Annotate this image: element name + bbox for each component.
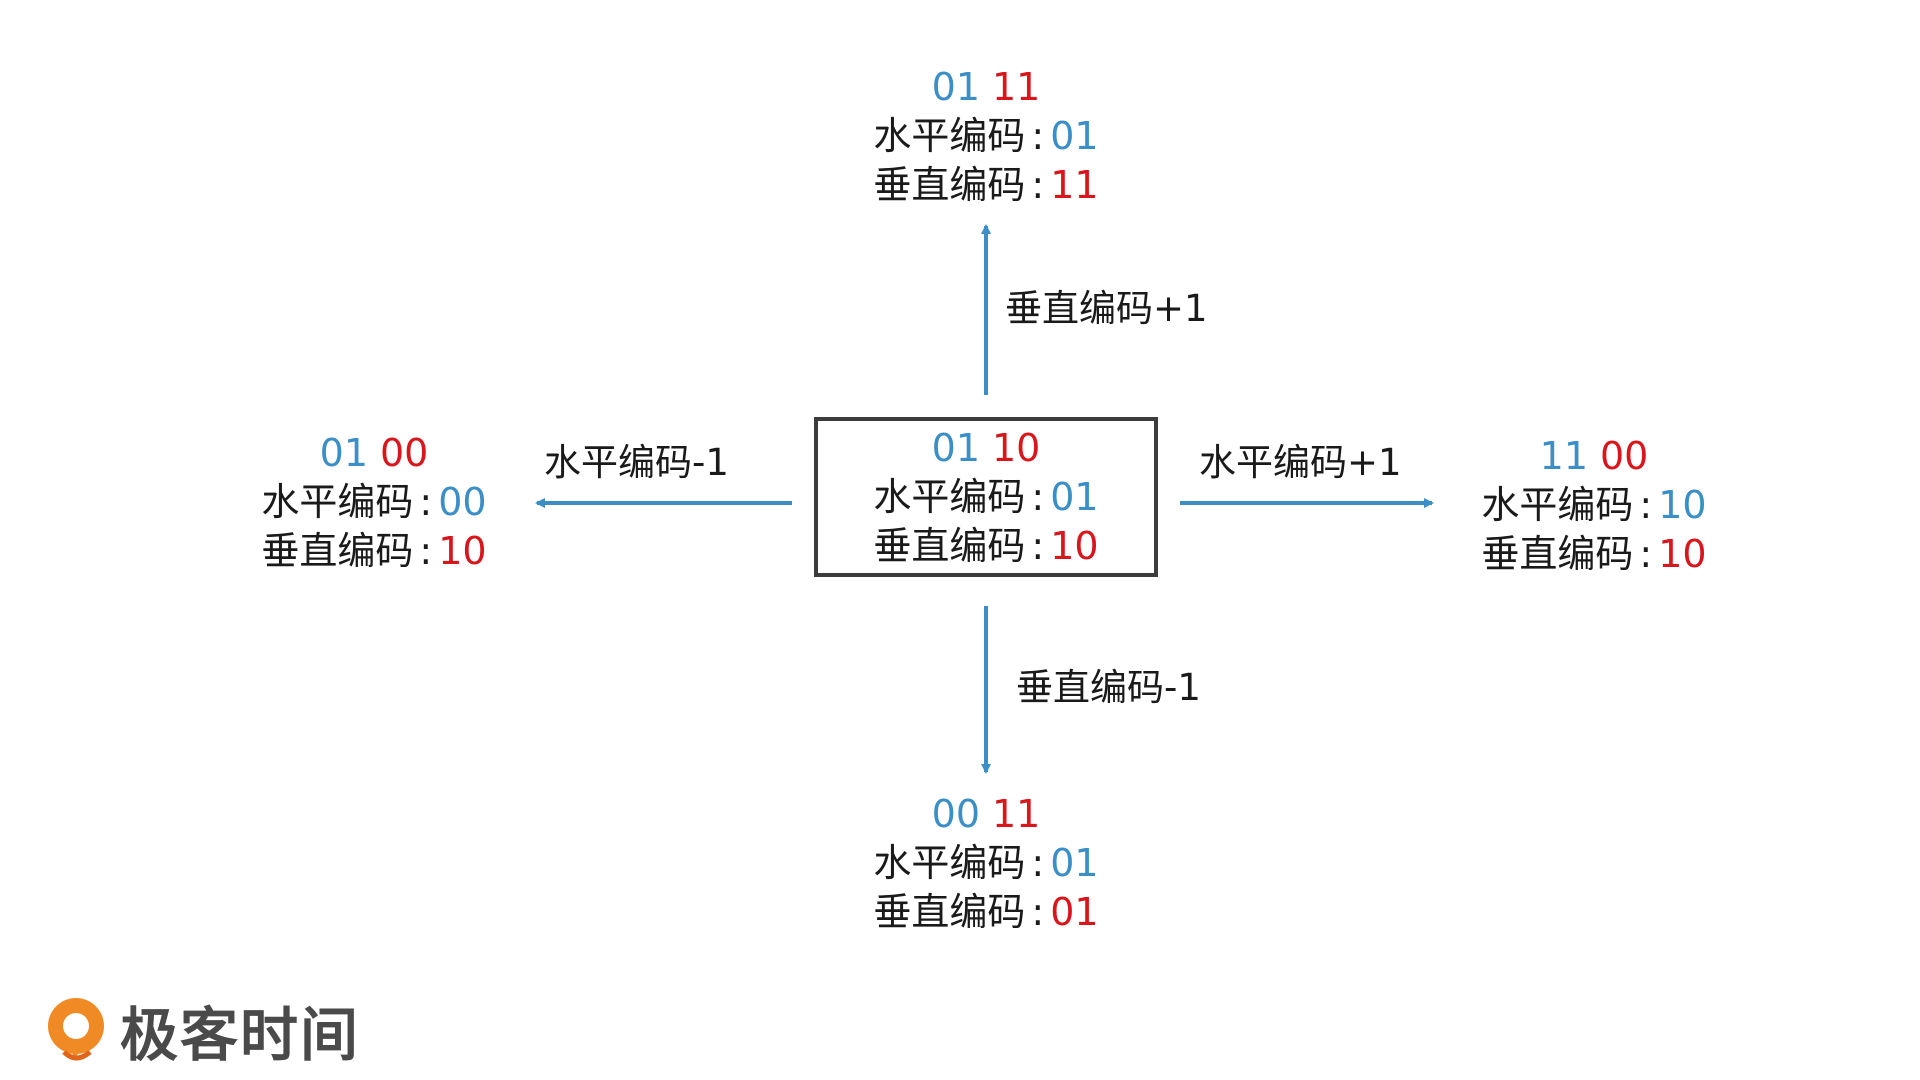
v-value: 01 (1050, 890, 1099, 934)
h-value: 01 (1050, 114, 1099, 158)
node-center-h-row: 水平编码:01 (858, 473, 1114, 522)
code-horizontal: 01 (931, 426, 980, 470)
brand-name: 极客时间 (120, 1001, 361, 1069)
h-value: 01 (1050, 841, 1099, 885)
edge-label-down: 垂直编码-1 (1016, 666, 1201, 709)
v-value: 10 (1050, 524, 1099, 568)
h-value: 10 (1658, 483, 1707, 527)
h-value: 00 (438, 480, 487, 524)
edge-label-up: 垂直编码+1 (1005, 287, 1208, 330)
node-top-code: 01 11 (858, 63, 1114, 112)
separator: : (1031, 524, 1045, 568)
code-vertical: 11 (992, 65, 1041, 109)
node-right: 11 00 水平编码:10 垂直编码:10 (1466, 432, 1722, 579)
code-vertical: 11 (992, 792, 1041, 836)
code-horizontal: 11 (1539, 434, 1588, 478)
node-bottom-code: 00 11 (858, 790, 1114, 839)
h-label: 水平编码 (873, 841, 1026, 885)
node-bottom: 00 11 水平编码:01 垂直编码:01 (858, 790, 1114, 937)
v-value: 11 (1050, 163, 1099, 207)
node-bottom-h-row: 水平编码:01 (858, 839, 1114, 888)
separator: : (419, 529, 433, 573)
node-top-h-row: 水平编码:01 (858, 112, 1114, 161)
h-label: 水平编码 (1481, 483, 1634, 527)
separator: : (1639, 483, 1653, 527)
node-left-h-row: 水平编码:00 (246, 478, 502, 527)
node-right-code: 11 00 (1466, 432, 1722, 481)
node-top-v-row: 垂直编码:11 (858, 161, 1114, 210)
v-label: 垂直编码 (261, 529, 414, 573)
code-horizontal: 01 (931, 65, 980, 109)
edge-label-right: 水平编码+1 (1199, 441, 1402, 484)
v-value: 10 (438, 529, 487, 573)
code-vertical: 00 (1600, 434, 1649, 478)
h-label: 水平编码 (873, 114, 1026, 158)
h-label: 水平编码 (261, 480, 414, 524)
h-value: 01 (1050, 475, 1099, 519)
node-bottom-v-row: 垂直编码:01 (858, 888, 1114, 937)
center-cell-box (814, 417, 1158, 577)
code-horizontal: 01 (319, 431, 368, 475)
geektime-logo-icon (48, 998, 104, 1061)
node-left-v-row: 垂直编码:10 (246, 527, 502, 576)
node-right-h-row: 水平编码:10 (1466, 481, 1722, 530)
code-horizontal: 00 (931, 792, 980, 836)
v-label: 垂直编码 (873, 890, 1026, 934)
node-center-v-row: 垂直编码:10 (858, 522, 1114, 571)
node-left-code: 01 00 (246, 429, 502, 478)
separator: : (1031, 475, 1045, 519)
separator: : (419, 480, 433, 524)
v-label: 垂直编码 (873, 163, 1026, 207)
h-label: 水平编码 (873, 475, 1026, 519)
separator: : (1031, 163, 1045, 207)
node-right-v-row: 垂直编码:10 (1466, 530, 1722, 579)
code-vertical: 10 (992, 426, 1041, 470)
v-label: 垂直编码 (1481, 532, 1634, 576)
v-label: 垂直编码 (873, 524, 1026, 568)
separator: : (1031, 114, 1045, 158)
separator: : (1031, 841, 1045, 885)
v-value: 10 (1658, 532, 1707, 576)
separator: : (1031, 890, 1045, 934)
separator: : (1639, 532, 1653, 576)
node-center-code: 01 10 (858, 424, 1114, 473)
brand-logo: 极客时间 (42, 988, 360, 1072)
edge-label-left: 水平编码-1 (544, 441, 729, 484)
code-vertical: 00 (380, 431, 429, 475)
